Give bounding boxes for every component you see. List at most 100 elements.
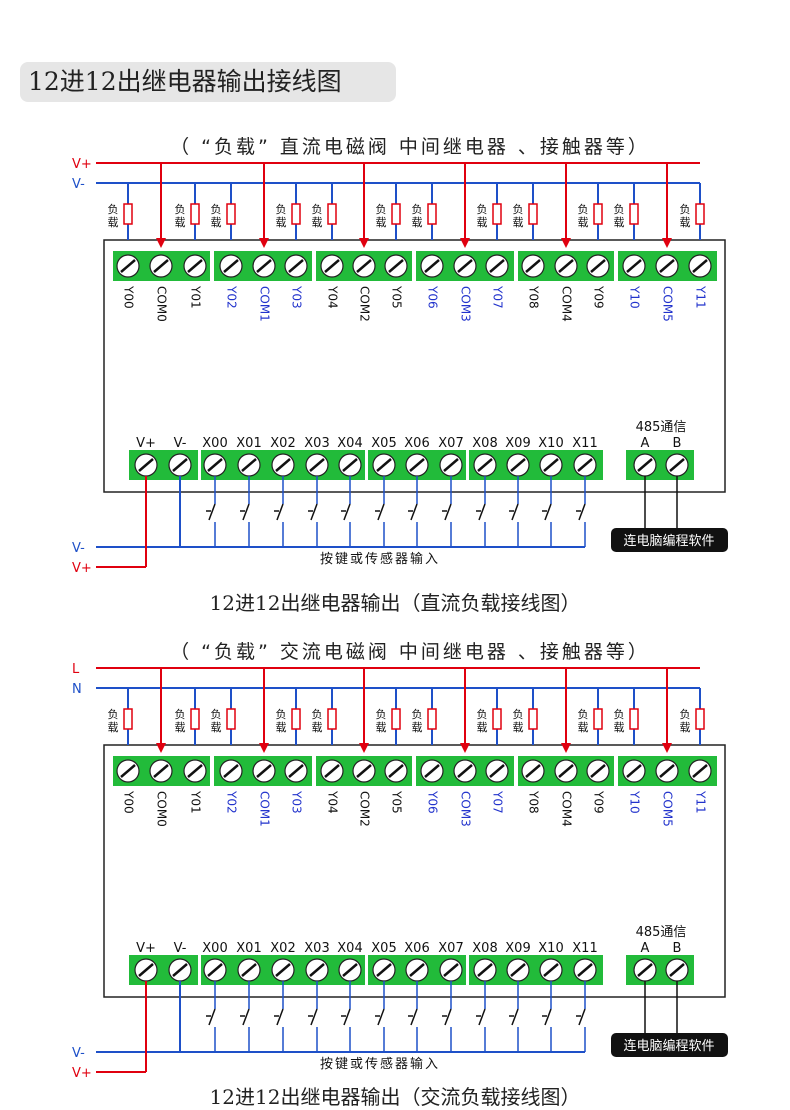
comm-terminal-label: A [641, 436, 650, 451]
page-title: 12进12出继电器输出接线图 [20, 62, 396, 102]
screw-slot [590, 259, 606, 273]
input-switch-contact [377, 1008, 385, 1026]
load-type-note: （ “负载” 交流电磁阀 中间继电器 、接触器等） [170, 641, 650, 663]
load-label: 载 [578, 216, 589, 229]
load-resistor-symbol [427, 708, 437, 730]
load-label: 负 [108, 707, 119, 721]
load-label: 载 [513, 216, 524, 229]
load-label: 负 [211, 707, 222, 721]
output-terminal-label: COM2 [358, 286, 372, 322]
screw-slot [457, 764, 473, 778]
screw-slot [342, 458, 358, 472]
screw-slot [692, 764, 708, 778]
programming-software-button-label: 连电脑编程软件 [623, 533, 714, 549]
load-label: 负 [513, 202, 524, 216]
output-terminal-label: Y02 [225, 285, 239, 309]
diagram-caption-dc: 12进12出继电器输出（直流负载接线图） [209, 591, 581, 615]
input-terminal-label: X05 [371, 941, 396, 956]
input-power-label-negative: V- [72, 1046, 85, 1061]
screw-slot [275, 458, 291, 472]
supply-label-negative: V- [72, 177, 85, 192]
input-switch-contact [444, 1008, 452, 1026]
input-power-label-positive: V+ [72, 1066, 92, 1081]
input-switch-contact [511, 1008, 519, 1026]
load-resistor-symbol [695, 203, 705, 225]
input-terminal-label: X10 [538, 941, 563, 956]
comm-title: 485通信 [636, 420, 687, 435]
load-resistor-symbol [327, 203, 337, 225]
output-terminal-label: Y08 [527, 285, 541, 309]
input-switch-contact [377, 503, 385, 521]
load-type-note: （ “负载” 直流电磁阀 中间继电器 、接触器等） [170, 136, 650, 158]
input-switch-contact [444, 503, 452, 521]
input-label: 按键或传感器输入 [320, 1056, 440, 1072]
load-label: 负 [680, 202, 691, 216]
supply-label-positive: V+ [72, 157, 92, 172]
load-resistor-symbol [593, 203, 603, 225]
supply-label-positive: L [72, 662, 80, 677]
screw-slot [223, 764, 239, 778]
screw-slot [187, 259, 203, 273]
screw-slot [510, 458, 526, 472]
load-label: 载 [513, 721, 524, 734]
output-terminal-label: Y05 [390, 790, 404, 814]
output-terminal-label: Y00 [122, 285, 136, 309]
output-terminal-label: Y02 [225, 790, 239, 814]
input-terminal-label: X06 [404, 436, 429, 451]
comm-terminal-label: B [673, 941, 682, 956]
input-terminal-label: X02 [270, 941, 295, 956]
input-switch-contact [410, 1008, 418, 1026]
load-label: 载 [175, 216, 186, 229]
input-switch-contact [343, 1008, 351, 1026]
load-label: 载 [614, 721, 625, 734]
output-terminal-label: Y07 [491, 790, 505, 814]
screw-slot [525, 764, 541, 778]
input-switch-contact [276, 503, 284, 521]
load-label: 负 [175, 202, 186, 216]
screw-slot [637, 963, 653, 977]
screw-slot [489, 764, 505, 778]
output-terminal-label: Y09 [592, 285, 606, 309]
output-terminal-label: COM4 [560, 791, 574, 827]
load-label: 负 [376, 707, 387, 721]
load-label: 负 [680, 707, 691, 721]
input-terminal-label: X11 [572, 436, 597, 451]
input-switch-contact [410, 503, 418, 521]
load-resistor-symbol [427, 203, 437, 225]
output-terminal-label: Y10 [628, 285, 642, 309]
load-label: 载 [175, 721, 186, 734]
load-resistor-symbol [391, 708, 401, 730]
load-resistor-symbol [695, 708, 705, 730]
output-terminal-label: COM2 [358, 791, 372, 827]
output-terminal-label: COM3 [459, 286, 473, 322]
input-terminal-label: X11 [572, 941, 597, 956]
load-label: 负 [477, 202, 488, 216]
input-terminal-label: X09 [505, 941, 530, 956]
screw-slot [577, 963, 593, 977]
com-wire-arrow [460, 743, 470, 753]
load-label: 载 [477, 216, 488, 229]
screw-slot [590, 764, 606, 778]
com-wire-arrow [561, 743, 571, 753]
screw-slot [424, 764, 440, 778]
screw-slot [172, 963, 188, 977]
screw-slot [543, 458, 559, 472]
load-resistor-symbol [123, 708, 133, 730]
load-label: 载 [276, 216, 287, 229]
programming-software-button [611, 528, 728, 552]
com-wire-arrow [156, 238, 166, 248]
screw-slot [241, 458, 257, 472]
output-terminal-label: Y11 [694, 790, 708, 814]
input-switch-contact [208, 1008, 216, 1026]
load-resistor-symbol [226, 203, 236, 225]
screw-slot [241, 963, 257, 977]
output-terminal-label: Y04 [326, 790, 340, 814]
screw-slot [288, 764, 304, 778]
output-terminal-label: Y01 [189, 790, 203, 814]
load-label: 负 [614, 202, 625, 216]
input-terminal-label: X00 [202, 436, 227, 451]
load-label: 载 [477, 721, 488, 734]
screw-slot [543, 963, 559, 977]
load-resistor-symbol [492, 708, 502, 730]
load-label: 载 [376, 216, 387, 229]
